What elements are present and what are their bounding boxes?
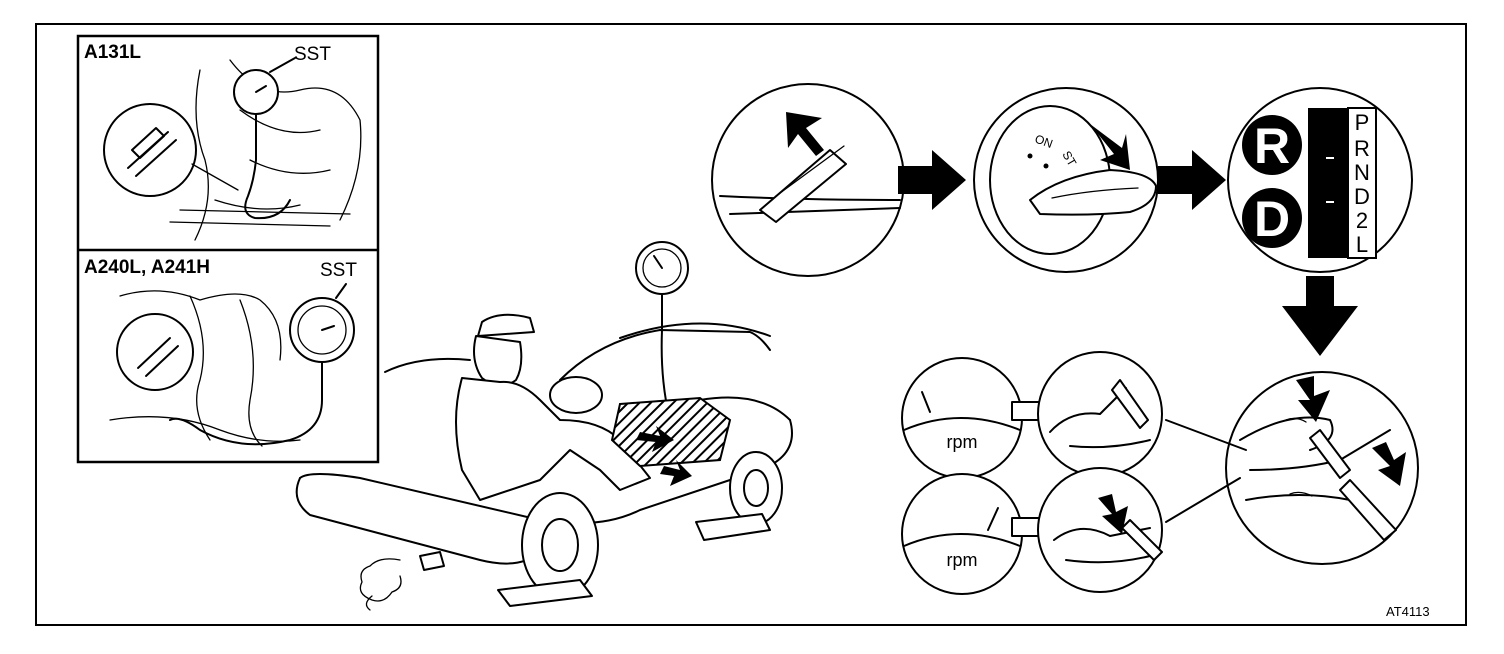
press-brake-arrow-icon bbox=[1296, 376, 1330, 422]
pedal-accelerator-small bbox=[1121, 519, 1163, 561]
ignition-mark-on: ON bbox=[1033, 132, 1055, 151]
inset-top-model-label: A131L bbox=[84, 42, 141, 63]
rear-wheel bbox=[729, 451, 783, 525]
outer-frame bbox=[35, 23, 1467, 626]
accelerator-pedal bbox=[1339, 479, 1397, 541]
steering-wheel bbox=[549, 376, 603, 414]
step-arrow-right-icon-2 bbox=[1158, 150, 1226, 210]
inset-bottom-models-label: A240L, A241H bbox=[84, 257, 210, 278]
d-letter: D bbox=[1254, 191, 1290, 247]
r-letter: R bbox=[1254, 118, 1290, 174]
car-with-mechanic bbox=[295, 241, 793, 611]
brake-pedal bbox=[1309, 429, 1351, 479]
inset-panel: A131L SST A240L, A241H SST bbox=[76, 34, 380, 464]
a240l-transmission-drawing bbox=[109, 283, 355, 447]
inset-top-sst-label: SST bbox=[294, 44, 331, 65]
step-shift-selector: R D P R N D 2 L bbox=[1227, 87, 1413, 273]
step-brake-and-accelerator bbox=[1225, 371, 1419, 565]
shift-gate-bar bbox=[1308, 108, 1348, 258]
wheel-chock bbox=[497, 579, 593, 607]
step-arrow-down-icon bbox=[1282, 276, 1358, 356]
row-rpm-idle: rpm bbox=[901, 351, 1163, 479]
parking-brake-lever bbox=[759, 149, 847, 223]
mechanic-cap bbox=[477, 313, 535, 337]
figure-code: AT4113 bbox=[1386, 604, 1430, 619]
wheel-chock-2 bbox=[695, 513, 771, 541]
ignition-key bbox=[1029, 169, 1157, 216]
mechanic-head bbox=[473, 335, 523, 387]
step-parking-brake bbox=[711, 83, 905, 277]
step-arrow-right-icon bbox=[898, 150, 966, 210]
shift-position-n: N bbox=[1354, 160, 1370, 185]
shift-position-2: 2 bbox=[1356, 208, 1368, 233]
d-letter-badge bbox=[1242, 188, 1302, 248]
transmission-hatched bbox=[610, 396, 732, 468]
turn-key-arrow-icon bbox=[1090, 124, 1130, 170]
shift-position-l: L bbox=[1356, 232, 1368, 257]
pull-up-arrow-icon bbox=[786, 112, 824, 156]
rpm-label-2: rpm bbox=[947, 550, 978, 570]
pedal-brake-small bbox=[1111, 379, 1149, 429]
exhaust-smoke bbox=[359, 558, 402, 602]
press-pedal-arrow-icon bbox=[1098, 494, 1128, 534]
mechanic-body bbox=[455, 377, 651, 501]
rpm-label-1: rpm bbox=[947, 432, 978, 452]
a131l-transmission-drawing bbox=[103, 57, 362, 241]
press-accelerator-arrow-icon bbox=[1372, 442, 1406, 486]
ignition-mark-st: ST bbox=[1059, 149, 1079, 170]
inset-bottom-sst-label: SST bbox=[320, 260, 357, 281]
r-letter-badge bbox=[1242, 115, 1302, 175]
row-rpm-stall: rpm bbox=[901, 467, 1163, 595]
shift-position-r: R bbox=[1354, 136, 1370, 161]
shift-position-p: P bbox=[1355, 110, 1370, 135]
shift-position-d: D bbox=[1354, 184, 1370, 209]
step-ignition: ON ST bbox=[973, 87, 1159, 273]
front-wheel bbox=[521, 492, 599, 598]
